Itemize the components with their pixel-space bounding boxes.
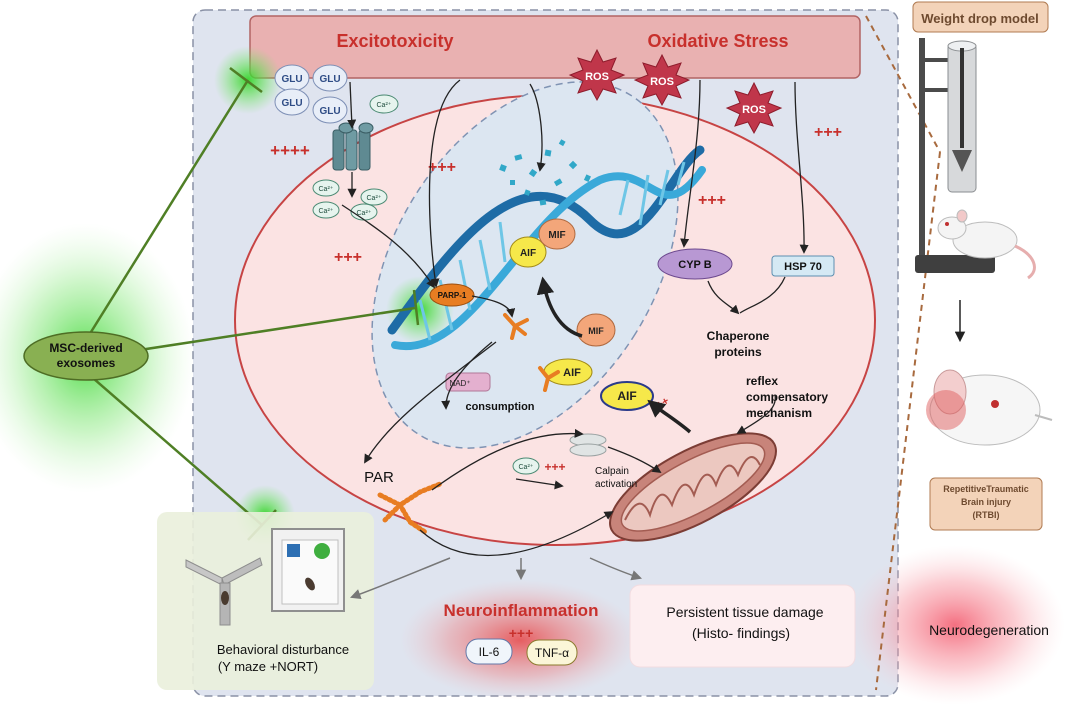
plus-calcium: +++ (334, 249, 362, 266)
consumption-label: consumption (465, 401, 534, 413)
il6-badge: IL-6 (465, 638, 513, 665)
plus-nuclear: +++ (428, 159, 456, 176)
tnfa-label: TNF-α (535, 646, 569, 660)
rat-illustration (937, 209, 1036, 280)
msc-line2: exosomes (57, 356, 116, 370)
calpain-line1: Calpain (595, 466, 629, 477)
par-label: PAR (364, 469, 394, 486)
glu-label-2: GLU (319, 74, 340, 85)
nmda-receptor (332, 122, 374, 171)
tissue-damage-box: Persistent tissue damage (Histo- finding… (629, 584, 856, 668)
aif-par-complex: AIF (538, 358, 593, 392)
weight-drop-apparatus (915, 38, 995, 273)
cyp-b: CYP B (657, 248, 733, 280)
injured-rat-head (926, 369, 1053, 446)
mitochondrion (609, 432, 777, 542)
par-polymer-large (377, 481, 443, 535)
neurodegeneration-glow (845, 545, 1065, 704)
ros-burst-2: ROS (633, 53, 691, 107)
aif-dna-label: AIF (520, 248, 536, 259)
msc-exosomes: MSC-derived exosomes (23, 331, 149, 381)
ca-label-1: Ca²⁺ (319, 186, 334, 193)
nort-box (271, 528, 345, 612)
oxidative-stress-label: Oxidative Stress (647, 31, 788, 51)
aif-mito-label: AIF (617, 389, 636, 403)
hsp70: HSP 70 (771, 255, 835, 277)
reflex-line2: compensatory (746, 390, 828, 404)
mif-free-label: MIF (588, 326, 604, 336)
glu-label-4: GLU (319, 106, 340, 117)
cyp-b-label: CYP B (678, 259, 711, 271)
neurodegeneration-label: Neurodegeneration (929, 622, 1049, 638)
excitotoxicity-label: Excitotoxicity (336, 31, 453, 51)
pathway-arrows (341, 79, 809, 557)
calpain-line2: activation (595, 479, 637, 490)
parp1-label: PARP-1 (438, 291, 467, 300)
glu-label-3: GLU (281, 98, 302, 109)
neuroinflammation-label: Neuroinflammation (444, 601, 599, 620)
ros-label-1: ROS (585, 71, 609, 83)
calcium-ions-cluster: Ca²⁺ Ca²⁺ Ca²⁺ Ca²⁺ (312, 179, 388, 221)
aif-dna: AIF (509, 236, 547, 268)
msc-line1: MSC-derived (49, 341, 122, 355)
tissue-damage-line2: (Histo- findings) (692, 625, 790, 641)
plus-excitotoxicity: ++++ (270, 141, 310, 160)
plus-hsp70: +++ (814, 124, 842, 141)
mif-dna: MIF (538, 218, 576, 250)
calcium-ion-calpain: Ca²⁺ (512, 457, 540, 475)
model-connector-diagonal (875, 151, 941, 691)
model-connector-top (865, 15, 941, 153)
par-polymer-small (503, 313, 529, 340)
mif-free: MIF (576, 313, 616, 347)
rtbi-line1: RepetitiveTraumatic (943, 484, 1029, 494)
ca-label-calpain: Ca²⁺ (519, 464, 534, 471)
y-maze (185, 557, 263, 626)
behavioral-line1: Behavioral disturbance (217, 642, 349, 657)
behavioral-panel: Behavioral disturbance (Y maze +NORT) (157, 512, 374, 690)
glu-cluster: GLU GLU GLU GLU (274, 64, 348, 124)
ros-burst-3: ROS (725, 81, 783, 135)
model-title: Weight drop model (921, 11, 1038, 26)
ca-label-3: Ca²⁺ (319, 208, 334, 215)
plus-neuroinflammation: +++ (509, 625, 534, 641)
parp1: PARP-1 (429, 283, 475, 307)
ca-label-top: Ca²⁺ (377, 102, 392, 109)
nad-label: NAD⁺ (449, 379, 470, 388)
weight-drop-panel: Weight drop model (912, 1, 1053, 531)
calcium-ion-top: Ca²⁺ (369, 94, 399, 114)
chaperone-line2: proteins (714, 345, 762, 359)
reflex-line3: mechanism (746, 406, 812, 420)
ros-label-3: ROS (742, 104, 766, 116)
ca-label-2: Ca²⁺ (367, 195, 382, 202)
chaperone-line1: Chaperone (707, 329, 770, 343)
behavioral-line2: (Y maze +NORT) (218, 659, 318, 674)
hsp70-label: HSP 70 (784, 261, 822, 273)
ros-burst-1: ROS (568, 48, 626, 102)
plus-cypb: +++ (698, 192, 726, 209)
rtbi-line2: Brain injury (961, 497, 1011, 507)
rtbi-line3: (RTBI) (973, 510, 1000, 520)
plus-calpain: +++ (544, 460, 565, 474)
outcome-arrows (350, 557, 642, 600)
reflex-line1: reflex (746, 374, 778, 388)
bold-arrows (536, 276, 692, 434)
neuroinflammation-glow (400, 580, 640, 700)
il6-label: IL-6 (479, 645, 500, 659)
mif-dna-label: MIF (548, 230, 565, 241)
ros-label-2: ROS (650, 76, 674, 88)
glu-label-1: GLU (281, 74, 302, 85)
tnfa-badge: TNF-α (526, 639, 578, 666)
aif-par-label: AIF (563, 367, 581, 379)
ca-label-4: Ca²⁺ (357, 210, 372, 217)
tissue-damage-line1: Persistent tissue damage (666, 604, 823, 620)
